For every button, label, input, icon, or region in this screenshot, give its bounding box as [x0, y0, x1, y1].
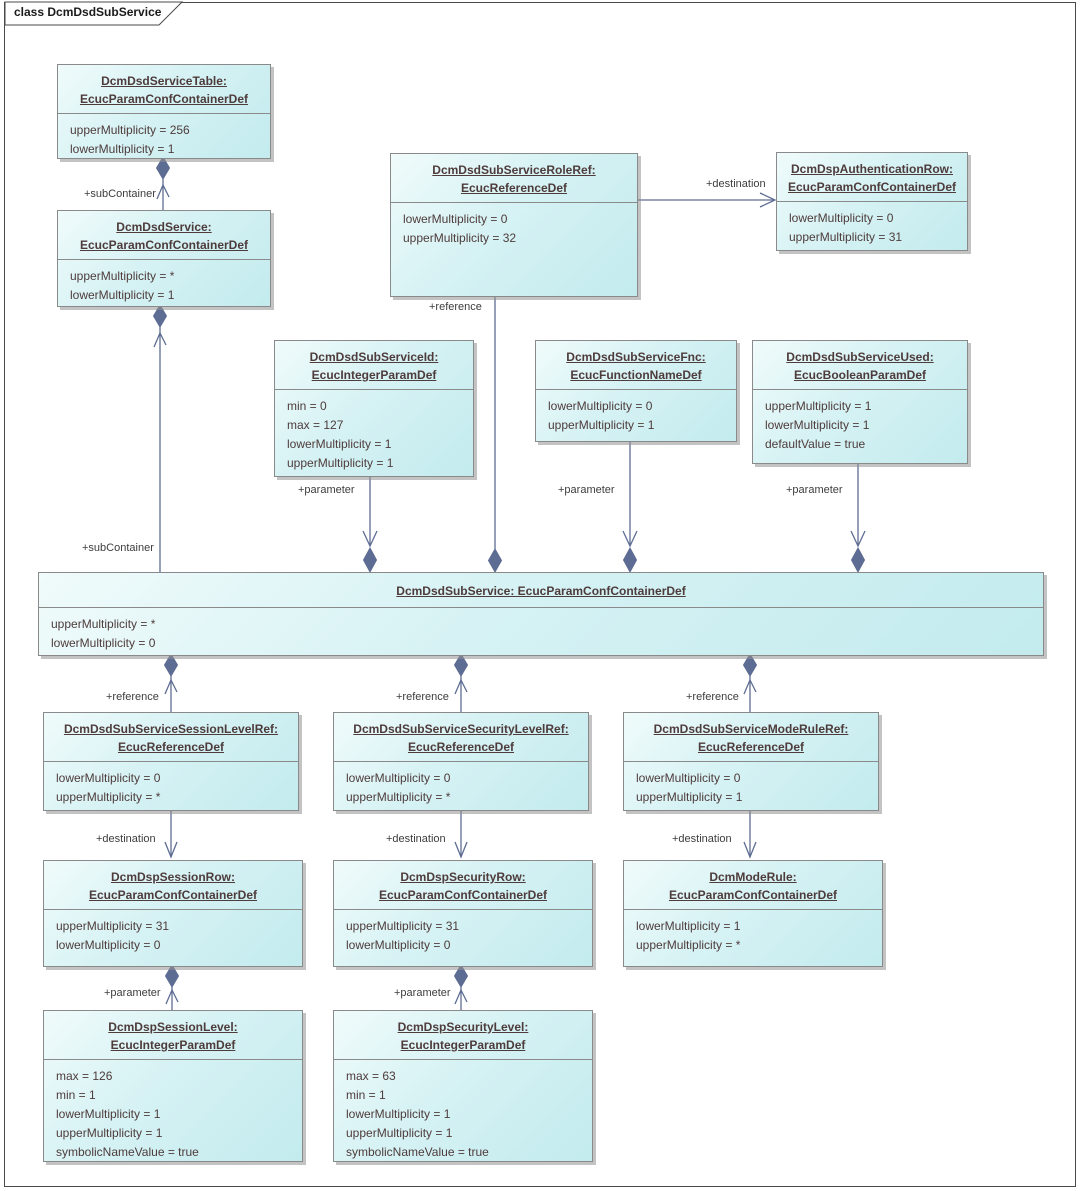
connector-label-parameter: +parameter [394, 987, 451, 999]
class-attributes: lowerMultiplicity = 0 upperMultiplicity … [548, 399, 655, 432]
class-title: DcmDspSecurityLevel: EcucIntegerParamDef [334, 1011, 592, 1060]
class-title: DcmDspSessionLevel: EcucIntegerParamDef [44, 1011, 302, 1060]
connector-label-destination: +destination [386, 833, 446, 845]
class-type: EcucIntegerParamDef [110, 1038, 236, 1052]
connector-label-destination: +destination [672, 833, 732, 845]
class-title: DcmDspSecurityRow: EcucParamConfContaine… [334, 861, 592, 910]
class-box-dcmmoderule[interactable]: DcmModeRule: EcucParamConfContainerDef l… [623, 860, 883, 967]
class-type: EcucParamConfContainerDef [79, 92, 249, 106]
class-title: DcmDsdSubServiceId: EcucIntegerParamDef [275, 341, 473, 390]
class-type: EcucParamConfContainerDef [79, 238, 249, 252]
class-box-dcmdspsecuritylevel[interactable]: DcmDspSecurityLevel: EcucIntegerParamDef… [333, 1010, 593, 1162]
diagram-title: class DcmDsdSubService [14, 5, 162, 19]
class-name: DcmDspSecurityRow: [400, 870, 526, 884]
class-type: EcucParamConfContainerDef [378, 888, 548, 902]
class-box-dcmdsdsubserviceused[interactable]: DcmDsdSubServiceUsed: EcucBooleanParamDe… [752, 340, 968, 464]
class-title: DcmDsdSubServiceFnc: EcucFunctionNameDef [536, 341, 736, 390]
class-attributes: lowerMultiplicity = 0 upperMultiplicity … [636, 771, 743, 804]
class-name: DcmDspSecurityLevel: [397, 1020, 529, 1034]
class-type: EcucReferenceDef [117, 740, 225, 754]
class-name: DcmDsdSubServiceSessionLevelRef: [63, 722, 279, 736]
class-box-dcmdsdservicetable[interactable]: DcmDsdServiceTable: EcucParamConfContain… [57, 64, 271, 159]
class-attributes: lowerMultiplicity = 0 upperMultiplicity … [789, 211, 903, 244]
class-title: DcmDsdSubServiceSecurityLevelRef: EcucRe… [334, 713, 588, 762]
class-title: DcmModeRule: EcucParamConfContainerDef [624, 861, 882, 910]
class-title: DcmDspAuthenticationRow: EcucParamConfCo… [777, 153, 967, 202]
class-attributes: max = 63 min = 1 lowerMultiplicity = 1 u… [346, 1069, 489, 1159]
class-box-dcmdsdsubservicemoderuleref[interactable]: DcmDsdSubServiceModeRuleRef: EcucReferen… [623, 712, 879, 811]
connector-label-reference: +reference [106, 691, 159, 703]
class-box-dcmdspsessionrow[interactable]: DcmDspSessionRow: EcucParamConfContainer… [43, 860, 303, 967]
class-name: DcmDsdServiceTable: [101, 74, 227, 88]
class-name: DcmDsdSubServiceSecurityLevelRef: [353, 722, 569, 736]
class-name: DcmDspSessionRow: [110, 870, 236, 884]
class-box-dcmdsdservice[interactable]: DcmDsdService: EcucParamConfContainerDef… [57, 210, 271, 307]
class-attributes: lowerMultiplicity = 0 upperMultiplicity … [346, 771, 451, 804]
class-attributes: max = 126 min = 1 lowerMultiplicity = 1 … [56, 1069, 199, 1159]
class-attributes: upperMultiplicity = 31 lowerMultiplicity… [346, 919, 460, 952]
class-box-dcmdsdsubservice-central[interactable]: DcmDsdSubService: EcucParamConfContainer… [38, 572, 1044, 656]
class-box-dcmdspsecurityrow[interactable]: DcmDspSecurityRow: EcucParamConfContaine… [333, 860, 593, 967]
class-box-dcmdspauthenticationrow[interactable]: DcmDspAuthenticationRow: EcucParamConfCo… [776, 152, 968, 251]
class-type: EcucFunctionNameDef [570, 368, 702, 382]
connector-label-reference: +reference [396, 691, 449, 703]
class-name: DcmDsdSubServiceModeRuleRef: [653, 722, 849, 736]
connector-label-subcontainer: +subContainer [82, 542, 154, 554]
class-name: DcmDspSessionLevel: [108, 1020, 238, 1034]
class-type: EcucParamConfContainerDef [668, 888, 838, 902]
class-title: DcmDsdSubServiceUsed: EcucBooleanParamDe… [753, 341, 967, 390]
class-box-dcmdsdsubservicesessionlevelref[interactable]: DcmDsdSubServiceSessionLevelRef: EcucRef… [43, 712, 299, 811]
class-attributes: upperMultiplicity = * lowerMultiplicity … [51, 617, 156, 650]
connector-label-subcontainer: +subContainer [84, 188, 156, 200]
class-type: EcucBooleanParamDef [793, 368, 927, 382]
class-box-dcmdsdsubservicefnc[interactable]: DcmDsdSubServiceFnc: EcucFunctionNameDef… [535, 340, 737, 442]
connector-label-parameter: +parameter [104, 987, 161, 999]
class-name: DcmDsdSubServiceRoleRef: [432, 163, 596, 177]
class-name: DcmDsdSubServiceId: [309, 350, 439, 364]
class-attributes: upperMultiplicity = * lowerMultiplicity … [70, 269, 175, 302]
connector-label-parameter: +parameter [558, 484, 615, 496]
class-title: DcmDsdSubServiceSessionLevelRef: EcucRef… [44, 713, 298, 762]
class-attributes: upperMultiplicity = 1 lowerMultiplicity … [765, 399, 872, 451]
connector-label-destination: +destination [96, 833, 156, 845]
class-attributes: lowerMultiplicity = 1 upperMultiplicity … [636, 919, 741, 952]
class-box-dcmdsdsubserviceid[interactable]: DcmDsdSubServiceId: EcucIntegerParamDef … [274, 340, 474, 477]
class-type: EcucReferenceDef [460, 181, 568, 195]
class-name: DcmDsdSubService: EcucParamConfContainer… [396, 584, 686, 598]
class-title: DcmDsdSubServiceModeRuleRef: EcucReferen… [624, 713, 878, 762]
diagram-frame-border [4, 2, 1076, 1187]
connector-label-reference: +reference [686, 691, 739, 703]
class-attributes: upperMultiplicity = 31 lowerMultiplicity… [56, 919, 170, 952]
class-title: DcmDspSessionRow: EcucParamConfContainer… [44, 861, 302, 910]
class-box-dcmdspsessionlevel[interactable]: DcmDspSessionLevel: EcucIntegerParamDef … [43, 1010, 303, 1162]
class-box-dcmdsdsubservicesecuritylevelref[interactable]: DcmDsdSubServiceSecurityLevelRef: EcucRe… [333, 712, 589, 811]
class-type: EcucIntegerParamDef [400, 1038, 526, 1052]
class-title: DcmDsdServiceTable: EcucParamConfContain… [58, 65, 270, 114]
class-name: DcmDsdSubServiceFnc: [566, 350, 706, 364]
class-type: EcucIntegerParamDef [311, 368, 437, 382]
class-type: EcucParamConfContainerDef [88, 888, 258, 902]
connector-label-reference: +reference [429, 301, 482, 313]
connector-label-parameter: +parameter [298, 484, 355, 496]
class-name: DcmDsdService: [116, 220, 212, 234]
class-title: DcmDsdSubServiceRoleRef: EcucReferenceDe… [391, 154, 637, 203]
class-name: DcmDsdSubServiceUsed: [786, 350, 934, 364]
class-attributes: lowerMultiplicity = 0 upperMultiplicity … [403, 212, 517, 245]
class-attributes: lowerMultiplicity = 0 upperMultiplicity … [56, 771, 161, 804]
connector-label-destination: +destination [706, 178, 766, 190]
class-type: EcucParamConfContainerDef [787, 180, 957, 194]
class-type: EcucReferenceDef [697, 740, 805, 754]
class-title: DcmDsdService: EcucParamConfContainerDef [58, 211, 270, 260]
class-type: EcucReferenceDef [407, 740, 515, 754]
class-name: DcmModeRule: [709, 870, 797, 884]
connector-label-parameter: +parameter [786, 484, 843, 496]
class-title: DcmDsdSubService: EcucParamConfContainer… [39, 573, 1043, 608]
class-attributes: upperMultiplicity = 256 lowerMultiplicit… [70, 123, 190, 156]
class-attributes: min = 0 max = 127 lowerMultiplicity = 1 … [287, 399, 394, 470]
class-name: DcmDspAuthenticationRow: [791, 162, 953, 176]
class-box-dcmdsdsubserviceroleref[interactable]: DcmDsdSubServiceRoleRef: EcucReferenceDe… [390, 153, 638, 297]
